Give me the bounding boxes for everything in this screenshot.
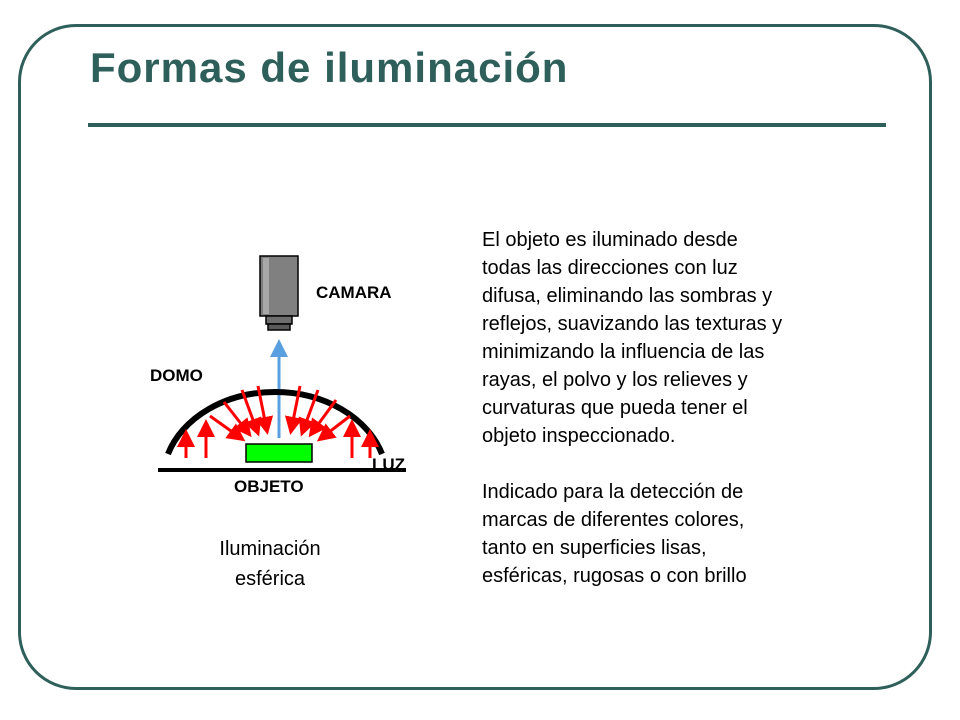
- camera-icon: [259, 255, 299, 331]
- text-line: todas las direcciones con luz: [482, 257, 738, 279]
- text-line: marcas de diferentes colores,: [482, 509, 745, 531]
- object-block: [245, 443, 313, 463]
- spherical-illumination-diagram: CAMARA DOMO LUZ OBJETO: [140, 240, 440, 500]
- text-line: reflejos, suavizando las texturas y: [482, 313, 783, 335]
- text-line: esféricas, rugosas o con brillo: [482, 565, 747, 587]
- text-line: rayas, el polvo y los relieves y: [482, 369, 748, 391]
- paragraph-description: El objeto es iluminado desde todas las d…: [482, 226, 862, 450]
- text-line: minimizando la influencia de las: [482, 341, 765, 363]
- caption-line-1: Iluminación: [219, 538, 321, 560]
- diagram-caption: Iluminación esférica: [180, 534, 360, 594]
- page-title: Formas de iluminación: [90, 44, 569, 91]
- text-line: objeto inspeccionado.: [482, 425, 676, 447]
- dome-arc: [165, 389, 385, 456]
- text-line: curvaturas que pueda tener el: [482, 397, 748, 419]
- light-arrows: [177, 385, 379, 458]
- caption-line-2: esférica: [234, 568, 306, 590]
- title-divider: [88, 123, 886, 127]
- text-line: tanto en superficies lisas,: [482, 537, 707, 559]
- slide-frame: [18, 24, 932, 690]
- object-label: OBJETO: [234, 477, 304, 496]
- text-line: El objeto es iluminado desde: [482, 229, 738, 251]
- description-text: El objeto es iluminado desde todas las d…: [482, 226, 862, 618]
- light-label: LUZ: [372, 455, 405, 474]
- paragraph-application: Indicado para la detección de marcas de …: [482, 478, 862, 590]
- text-line: Indicado para la detección de: [482, 481, 744, 503]
- text-line: difusa, eliminando las sombras y: [482, 285, 773, 307]
- camera-label: CAMARA: [316, 283, 392, 302]
- dome-label: DOMO: [150, 366, 203, 385]
